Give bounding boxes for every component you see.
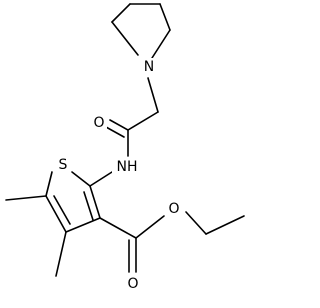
bond-amide-co-2 <box>105 126 125 138</box>
bond-c4-c5-2 <box>53 195 71 225</box>
bond-ring-2 <box>111 3 131 23</box>
bond-amide-co-1 <box>109 119 129 131</box>
bond-c3-ester-c <box>99 217 137 239</box>
atom-o-ester-ether: O <box>166 200 182 218</box>
bond-ring-1 <box>111 21 139 56</box>
bond-ester-c-o <box>135 215 165 239</box>
bond-ch2-ch3 <box>205 215 245 235</box>
bond-ring-4 <box>159 3 171 31</box>
bond-c2-c3-2 <box>83 191 94 221</box>
thiophene-ring <box>45 171 101 233</box>
label-nh-amide: NH <box>117 159 138 175</box>
bond-c5-methyl <box>5 195 47 201</box>
label-o-ester-carbonyl: O <box>127 276 138 292</box>
label-n-pyrrolidine: N <box>144 59 154 75</box>
bond-ring-5 <box>151 29 171 59</box>
bond-s-c5 <box>45 171 53 197</box>
label-s-thiophene: S <box>59 157 68 173</box>
bond-c4-methyl <box>55 231 67 277</box>
bond-c4-c5-1 <box>45 195 67 233</box>
atom-o-amide: O <box>91 114 107 132</box>
molecule-structure: N O NH S O O <box>5 3 245 293</box>
atom-nh-amide: NH <box>112 158 142 176</box>
label-o-ester-ether: O <box>168 201 179 217</box>
bond-s-c2 <box>71 171 91 187</box>
bond-nh-thiophene <box>89 171 113 187</box>
bond-c3-c4 <box>65 217 101 233</box>
bond-ch2-carbonyl <box>127 111 159 131</box>
bond-c2-c3-1 <box>89 185 101 219</box>
atom-o-ester-carbonyl: O <box>125 275 141 293</box>
pyrrolidine-ring <box>111 3 171 59</box>
atom-s-thiophene: S <box>55 156 71 174</box>
label-o-amide: O <box>93 115 104 131</box>
bond-o-ch2 <box>185 211 207 235</box>
bond-n-ch2 <box>147 77 159 113</box>
atom-n-pyrrolidine: N <box>141 58 157 76</box>
